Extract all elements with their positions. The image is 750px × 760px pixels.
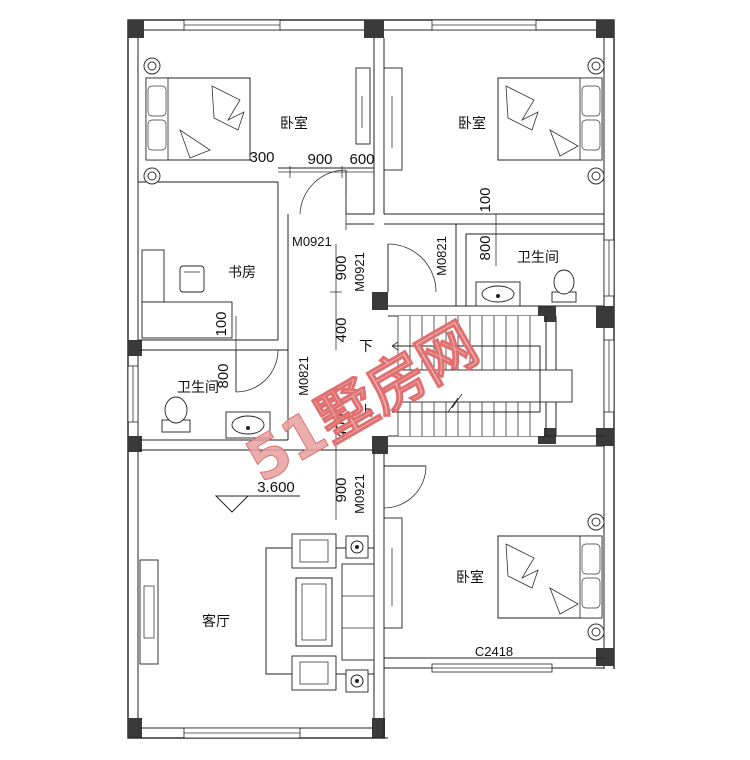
dimension-labels: 300 900 600 100 800 900 100 400 800 400 …	[213, 149, 494, 503]
dim-100-ne: 100	[477, 187, 494, 212]
door-code-m0821-ne: M0821	[434, 236, 449, 276]
study-desk	[141, 249, 233, 339]
room-label-bedroom-se: 卧室	[456, 569, 484, 585]
dim-600: 600	[349, 151, 374, 168]
door-code-labels: M0921 M0921 M0821 M0821 M0921 C2418	[292, 234, 513, 659]
room-label-bedroom-nw: 卧室	[280, 115, 308, 131]
dim-400-top: 400	[333, 317, 350, 342]
staircase	[391, 316, 573, 436]
room-label-bedroom-ne: 卧室	[458, 115, 486, 131]
dim-400-bot: 400	[333, 413, 350, 438]
bed-ne	[497, 57, 605, 185]
dim-900-door2: 900	[333, 477, 350, 502]
door-code-m0821-w: M0821	[296, 356, 311, 396]
living-furniture	[139, 533, 375, 693]
elevation-label: 3.600	[257, 479, 295, 496]
bed-nw	[143, 57, 251, 185]
dim-900: 900	[307, 151, 332, 168]
window-code-c2418: C2418	[475, 644, 513, 659]
stair-label-up: 上	[359, 403, 373, 419]
wardrobes	[355, 67, 403, 629]
dim-100-study: 100	[213, 311, 230, 336]
windows	[127, 19, 615, 739]
interior-walls	[128, 38, 625, 749]
stair-labels: 下 上	[359, 338, 373, 419]
dim-800-ne: 800	[477, 235, 494, 260]
door-code-m0921-c: M0921	[352, 474, 367, 514]
room-label-living: 客厅	[202, 613, 230, 629]
dim-800-w: 800	[215, 363, 232, 388]
dim-900-door: 900	[333, 255, 350, 280]
room-label-bath-w: 卫生间	[177, 379, 219, 395]
room-label-study: 书房	[228, 264, 256, 280]
dim-300: 300	[249, 149, 274, 166]
bath-fixtures-w	[161, 396, 271, 439]
bath-fixtures-ne	[475, 269, 577, 307]
room-labels: 卧室 卧室 书房 卫生间 卫生间 卧室 客厅	[177, 115, 559, 629]
dimension-lines	[235, 166, 497, 520]
door-code-m0921-b: M0921	[352, 252, 367, 292]
bed-se	[497, 513, 605, 641]
elevation-marker	[214, 495, 300, 513]
stair-label-down: 下	[359, 338, 373, 354]
door-code-m0921-a: M0921	[292, 234, 332, 249]
room-label-bath-ne: 卫生间	[517, 249, 559, 265]
